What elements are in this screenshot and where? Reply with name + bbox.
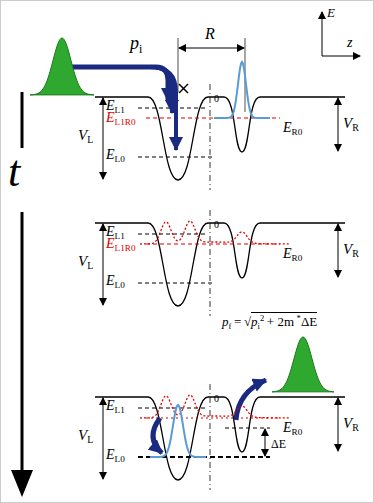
panel-3	[95, 380, 345, 490]
symbol-text: E	[106, 236, 115, 251]
subscript: R0	[292, 127, 303, 137]
label-group: ER0	[283, 421, 302, 437]
label-group: ER0	[283, 121, 302, 137]
symbol-text: + 2m	[267, 314, 294, 329]
symbol-text: ΔE	[271, 437, 286, 451]
subscript: L1	[115, 105, 125, 115]
wave-packet	[30, 38, 94, 95]
symbol-text: ΔE	[301, 314, 317, 329]
symbol-text: z	[347, 35, 352, 50]
time-arrow-head	[11, 470, 33, 497]
wave-packet	[272, 337, 334, 392]
symbol-text: t	[8, 147, 20, 196]
symbol-text: √	[244, 314, 251, 329]
label-group: pf=√pi2+ 2m*ΔE	[222, 314, 317, 330]
symbol-text: E	[106, 110, 115, 125]
label-group: VL	[78, 254, 93, 271]
label-group: 0	[214, 220, 219, 230]
symbol-text: =	[234, 314, 241, 329]
symbol-text: p	[130, 33, 139, 53]
label-group: z	[347, 36, 352, 50]
symbol-text: p	[222, 314, 229, 329]
panel-1	[72, 12, 360, 190]
label-group: EL0	[106, 148, 125, 164]
symbol-text: E	[283, 120, 292, 135]
label-group: 0	[214, 394, 219, 404]
label-group: VL	[78, 428, 93, 445]
symbol-text: p	[251, 314, 258, 329]
subscript: L0	[115, 280, 125, 290]
symbol-text: V	[78, 253, 87, 269]
time-arrow	[21, 212, 24, 472]
label-group: t	[8, 150, 20, 194]
subscript: L1R0	[115, 243, 136, 253]
symbol-text: 0	[214, 93, 219, 104]
label-group: VR	[343, 416, 359, 433]
subscript: R	[352, 422, 359, 433]
symbol-text: E	[106, 147, 115, 162]
symbol-text: V	[343, 115, 352, 131]
symbol-text: E	[106, 447, 115, 462]
ground-state	[150, 405, 206, 457]
subscript: L1	[115, 231, 125, 241]
label-group: VR	[343, 116, 359, 133]
panel-2	[95, 210, 345, 316]
symbol-text: E	[283, 420, 292, 435]
superscript: 2	[260, 313, 264, 323]
subscript: L0	[115, 154, 125, 164]
symbol-text: V	[78, 427, 87, 443]
subscript: L0	[115, 454, 125, 464]
label-group: ER0	[283, 247, 302, 263]
subscript: i	[258, 321, 260, 331]
symbol-text: V	[78, 127, 87, 143]
symbol-text: E	[327, 5, 335, 20]
subscript: R	[352, 122, 359, 133]
subscript: i	[139, 42, 142, 56]
subscript: L	[87, 134, 93, 145]
subscript: L1R0	[115, 117, 136, 127]
symbol-text: E	[106, 398, 115, 413]
label-group: VL	[78, 128, 93, 145]
subscript: f	[229, 321, 232, 331]
label-group: EL0	[106, 274, 125, 290]
label-group: R	[205, 26, 215, 42]
symbol-text: V	[343, 241, 352, 257]
label-group: VR	[343, 242, 359, 259]
time-arrow	[21, 92, 24, 148]
superscript: *	[297, 313, 301, 323]
label-group: ΔE	[271, 438, 286, 450]
label-group: EL0	[106, 448, 125, 464]
symbol-text: E	[283, 246, 292, 261]
label-group: EL1	[106, 399, 125, 415]
label-group: E	[327, 6, 335, 19]
label-group: pi	[130, 34, 142, 55]
radical-overline: pi2+ 2m*ΔE	[251, 312, 317, 329]
subscript: R0	[292, 253, 303, 263]
symbol-text: 0	[214, 393, 219, 404]
subscript: L1	[115, 405, 125, 415]
symbol-text: R	[205, 25, 215, 42]
subscript: L	[87, 434, 93, 445]
label-group: 0	[214, 94, 219, 104]
symbol-text: E	[106, 273, 115, 288]
symbol-text: V	[343, 415, 352, 431]
symbol-text: 0	[214, 219, 219, 230]
label-group: EL1R0	[106, 237, 136, 253]
subscript: R0	[292, 427, 303, 437]
subscript: R	[352, 248, 359, 259]
label-group: EL1R0	[106, 111, 136, 127]
bound-state	[214, 62, 270, 118]
subscript: L	[87, 260, 93, 271]
